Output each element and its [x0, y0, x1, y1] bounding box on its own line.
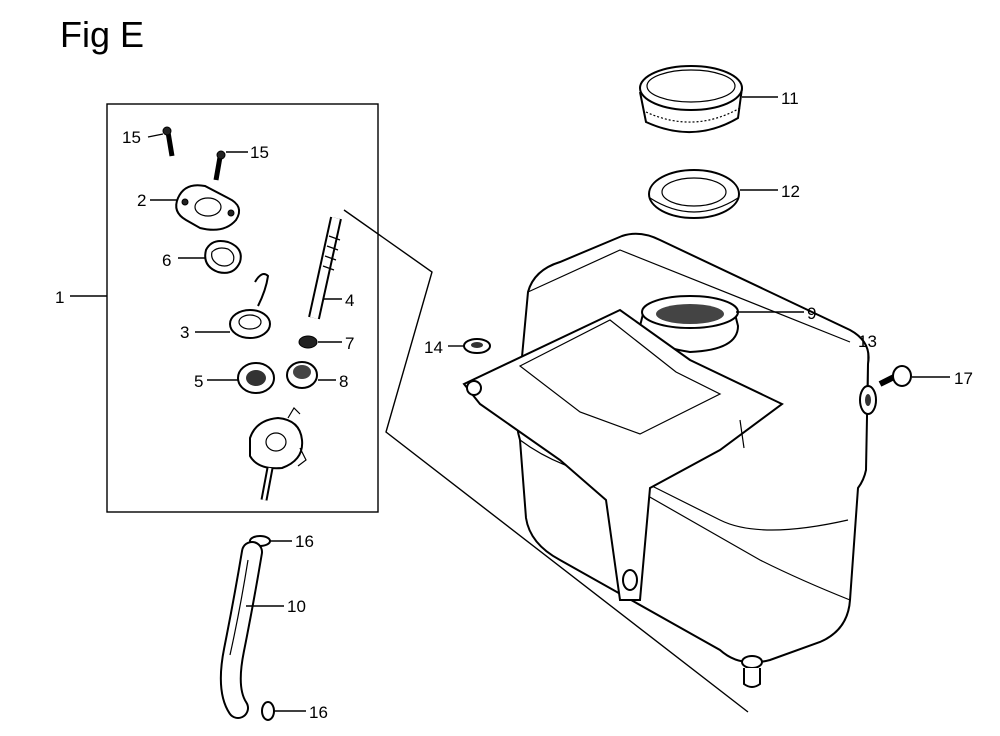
filter-3-part: [229, 273, 271, 339]
bolt-17-part: [878, 365, 912, 387]
callout-3: 3: [180, 323, 189, 342]
valve-assembly-frame: [106, 103, 379, 513]
washer-13-part: [859, 385, 877, 415]
callout-15a: 15: [122, 128, 141, 147]
bolt-15b-part: [213, 150, 226, 181]
hose-10-part: [219, 541, 263, 719]
projection-line: [343, 209, 749, 713]
callout-11: 11: [781, 89, 799, 108]
callout-9: 9: [807, 304, 816, 323]
callout-14: 14: [424, 338, 443, 357]
callout-12: 12: [781, 182, 800, 201]
fuel-tank-part: [462, 232, 870, 688]
washer-14-part: [463, 338, 491, 354]
callout-6: 6: [162, 251, 171, 270]
callout-15b: 15: [250, 143, 269, 162]
pipe-4-part: [308, 216, 342, 320]
figure-title: Fig E: [60, 14, 145, 55]
cap-11-part: [639, 65, 743, 133]
clip-16b-part: [261, 701, 275, 721]
callout-10: 10: [287, 597, 306, 616]
callout-7: 7: [345, 334, 354, 353]
packing-6-part: [204, 240, 242, 274]
callout-2: 2: [137, 191, 146, 210]
cup-5-part: [237, 362, 275, 394]
fuel-valve-part: [249, 407, 307, 501]
callout-16a: 16: [295, 532, 314, 551]
ring-12-part: [648, 169, 740, 219]
callout-4: 4: [345, 291, 354, 310]
callout-13: 13: [858, 332, 877, 351]
oring-7-part: [298, 335, 318, 349]
callout-8: 8: [339, 372, 348, 391]
leader-15a: [147, 133, 164, 138]
bolt-15a-part: [162, 126, 175, 157]
callout-1: 1: [55, 288, 64, 307]
callout-17: 17: [954, 369, 973, 388]
nut-8-part: [286, 361, 318, 389]
callout-5: 5: [194, 372, 203, 391]
plate-2-part: [175, 184, 241, 231]
callout-16b: 16: [309, 703, 328, 722]
